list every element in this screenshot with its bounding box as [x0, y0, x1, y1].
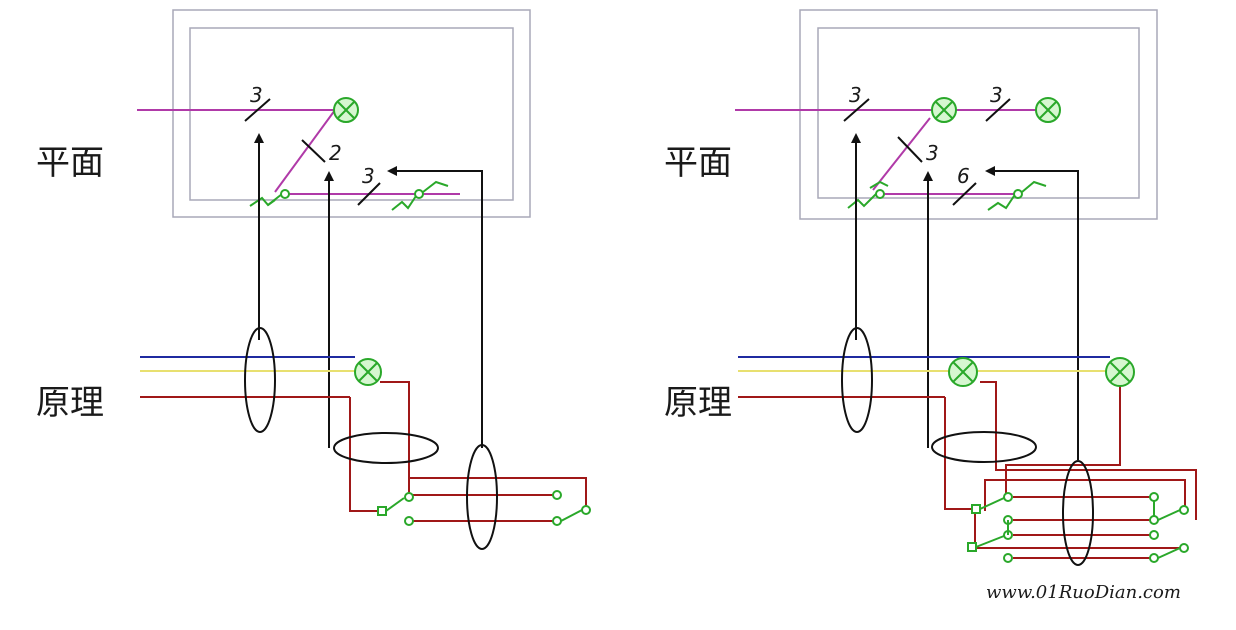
conduit-arrow: [985, 166, 1079, 460]
conduit-bundle: [466, 444, 498, 550]
switch-icon: [249, 189, 290, 207]
plan-line-diagonal: [872, 117, 931, 191]
wire-count-label: 3: [926, 141, 939, 165]
plan-line-diagonal: [274, 109, 336, 193]
wire-count-tick: [985, 98, 1011, 122]
plan-label: 平面: [36, 143, 104, 183]
wire-count-label: 3: [849, 83, 862, 107]
switch-icon: [987, 180, 1047, 211]
lamp-icon: [1035, 97, 1061, 123]
conduit-bundle: [244, 327, 276, 433]
left-panel: 3 2 3: [137, 9, 591, 550]
wire-count-tick: [897, 136, 923, 163]
switch-icon: [391, 180, 449, 211]
lamp-icon: [354, 358, 382, 386]
room-frame-outer: [799, 9, 1158, 220]
wire-count-label: 2: [329, 141, 342, 165]
wire-count-tick: [843, 98, 870, 122]
right-panel: 3 3 3 6: [735, 9, 1197, 566]
plan-label: 平面: [664, 143, 732, 183]
room-frame-outer: [172, 9, 531, 218]
wire-count-tick: [301, 139, 326, 163]
wire-count-tick: [952, 182, 977, 206]
conduit-arrow: [387, 166, 483, 448]
principle-label: 原理: [36, 383, 104, 423]
conduit-bundle: [841, 327, 873, 433]
lamp-icon: [1105, 357, 1135, 387]
conduit-bundle: [931, 431, 1037, 463]
principle-label: 原理: [664, 383, 732, 423]
switch-icon: [847, 180, 889, 209]
watermark: www.01RuoDian.com: [986, 582, 1181, 603]
room-frame-inner: [189, 27, 514, 201]
lamp-icon: [948, 357, 978, 387]
multi-way-switch-icon: [967, 492, 1013, 563]
conduit-bundle: [1062, 460, 1094, 566]
lamp-icon: [931, 97, 957, 123]
two-way-switch-icon: [552, 490, 591, 526]
lamp-icon: [333, 97, 359, 123]
room-frame-inner: [817, 27, 1140, 199]
conduit-bundle: [333, 432, 439, 464]
wire-count-label: 3: [250, 83, 263, 107]
wire-count-tick: [244, 98, 271, 122]
wire-count-label: 3: [362, 164, 375, 188]
multi-way-switch-icon: [1149, 492, 1189, 563]
wire-count-tick: [357, 182, 381, 206]
wire-count-label: 6: [957, 164, 970, 188]
wire-count-label: 3: [990, 83, 1003, 107]
two-way-switch-icon: [377, 492, 414, 526]
